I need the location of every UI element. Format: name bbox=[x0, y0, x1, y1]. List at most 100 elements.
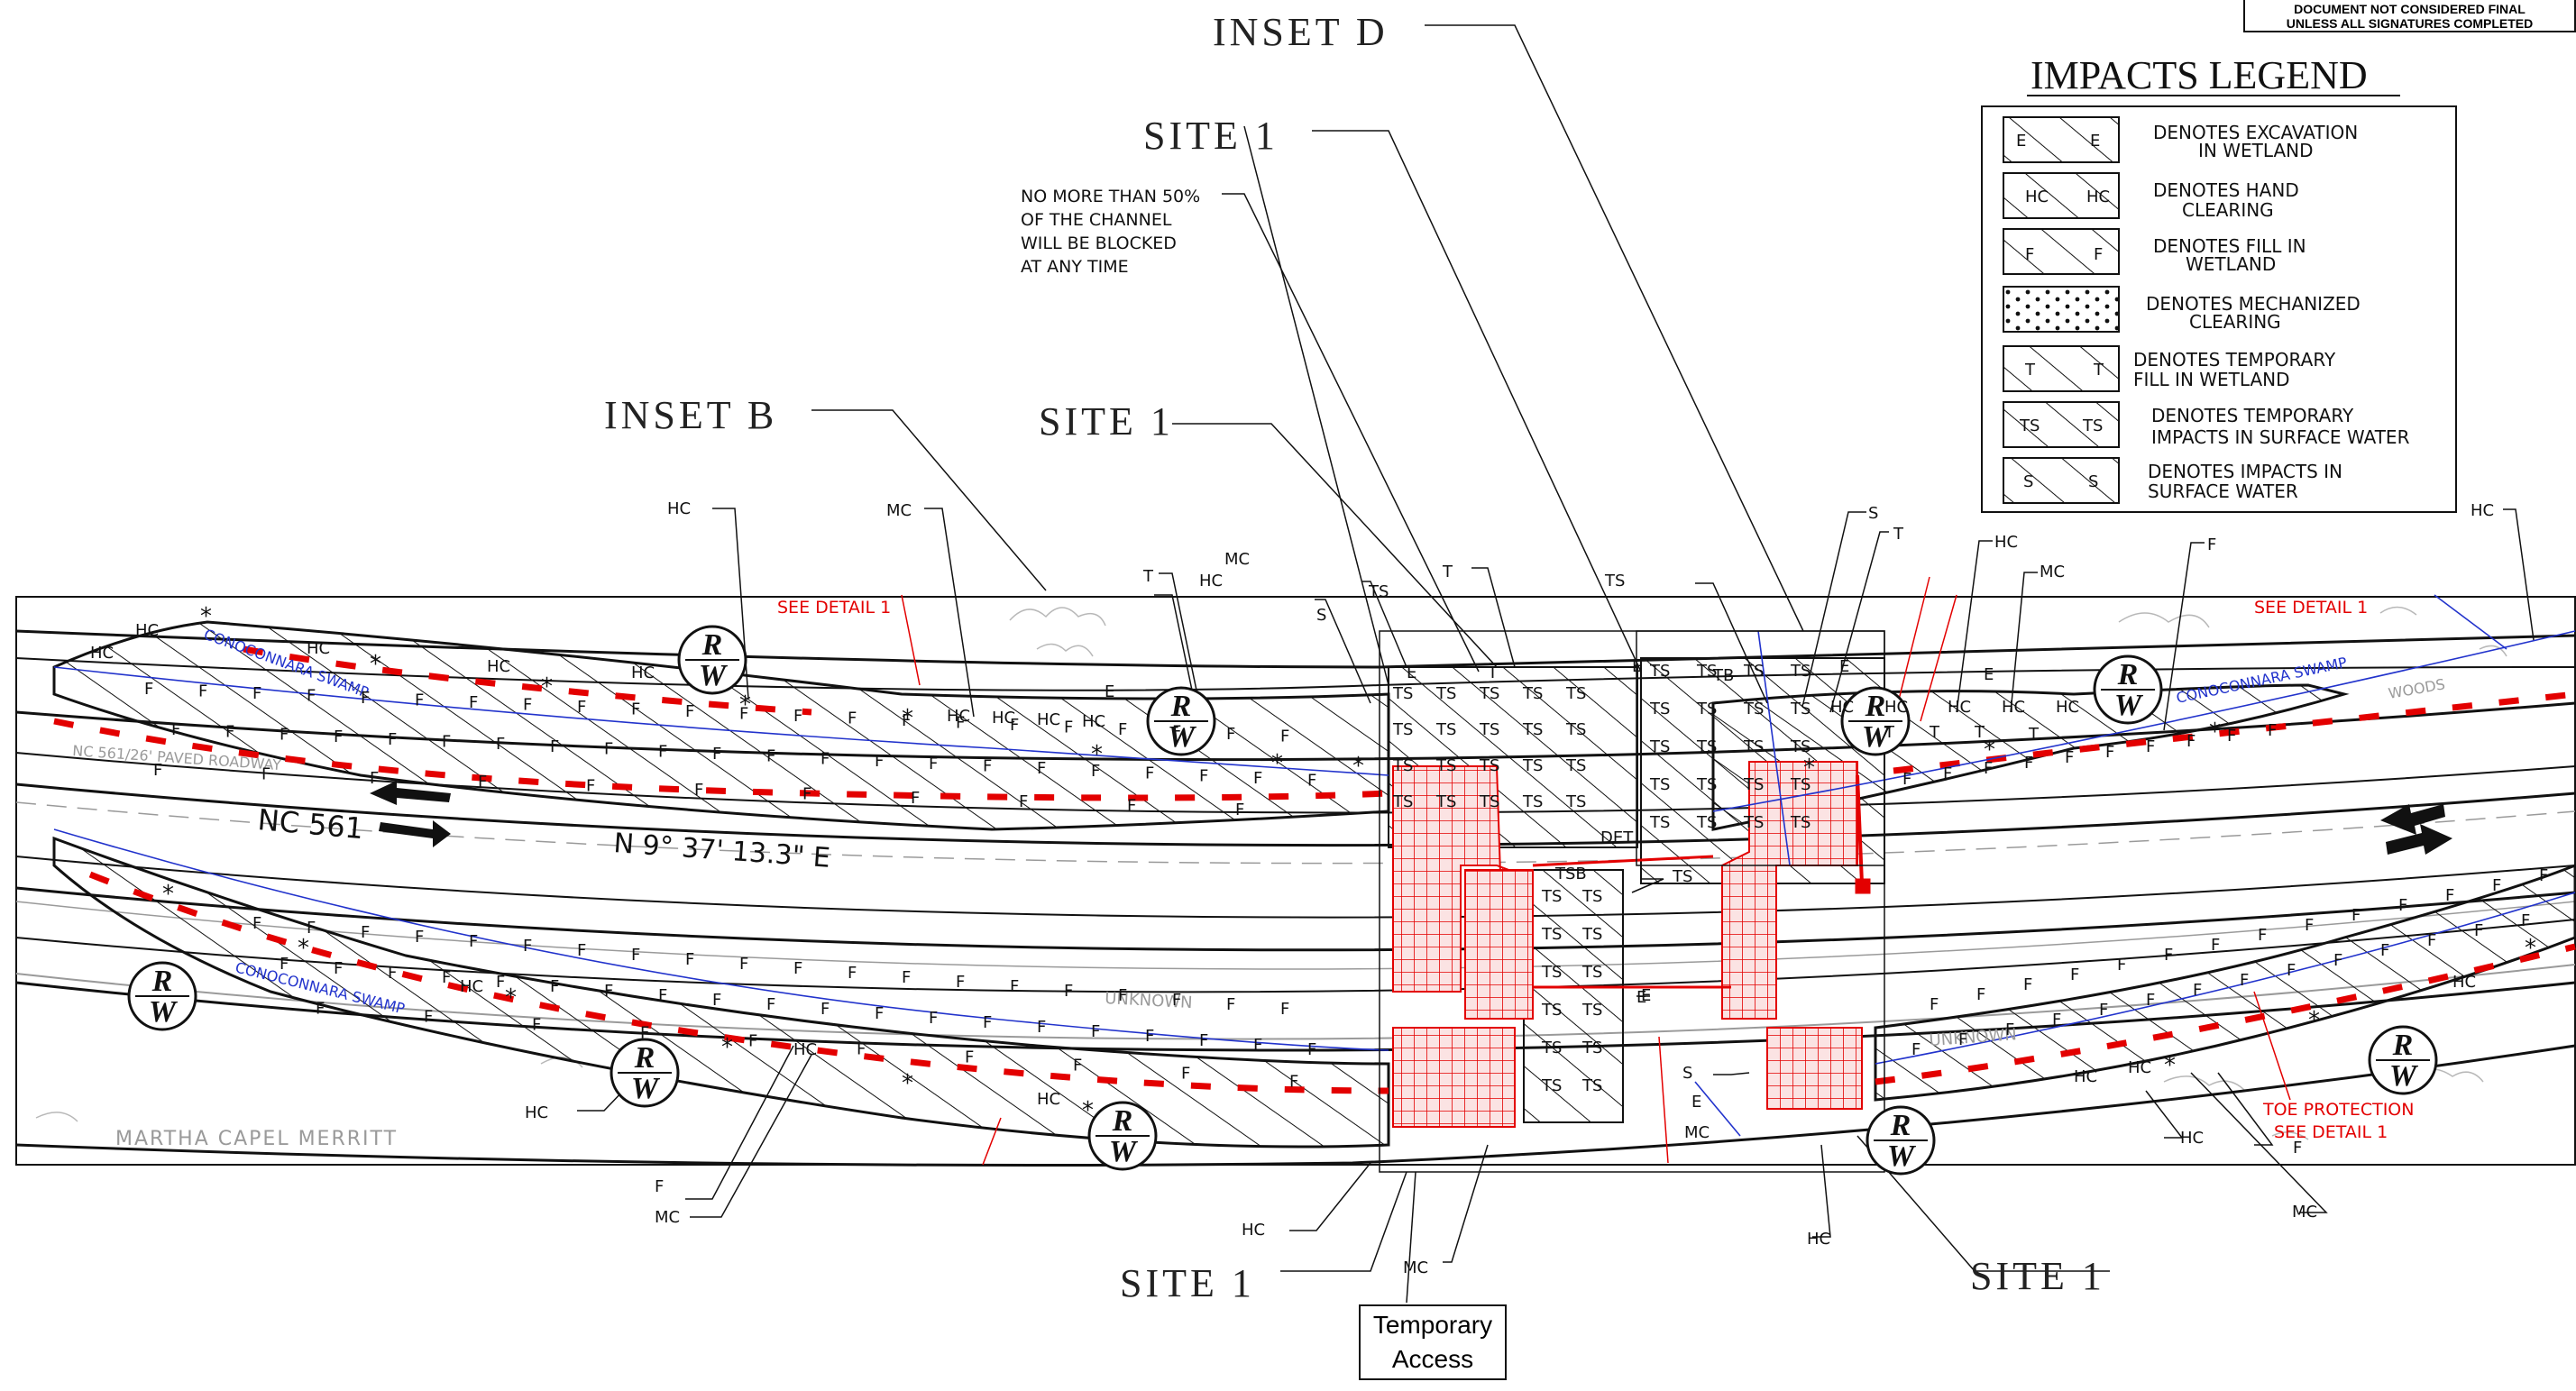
excavation-areas bbox=[1392, 761, 1863, 1128]
channel-note: NO MORE THAN 50% OF THE CHANNEL WILL BE … bbox=[1021, 187, 1200, 277]
area-letter: F bbox=[2287, 961, 2296, 980]
area-letter: TS bbox=[1696, 813, 1717, 832]
area-letter: F bbox=[1902, 770, 1911, 789]
area-letter: HC bbox=[135, 621, 159, 640]
rw-symbol: R W bbox=[1840, 686, 1911, 756]
svg-text:*: * bbox=[162, 881, 174, 908]
svg-text:F: F bbox=[2025, 245, 2034, 264]
area-letter: E bbox=[1839, 657, 1849, 676]
area-letter: F bbox=[1181, 1065, 1190, 1084]
area-letter: T bbox=[1929, 723, 1940, 742]
legend-item-mechanized-clearing: DENOTES MECHANIZED CLEARING bbox=[2003, 286, 2361, 333]
svg-text:HC: HC bbox=[525, 1103, 548, 1122]
svg-text:*: * bbox=[902, 705, 913, 732]
see-detail-left: SEE DETAIL 1 bbox=[777, 598, 891, 618]
svg-text:MC: MC bbox=[1403, 1258, 1428, 1277]
svg-text:R: R bbox=[1170, 690, 1192, 723]
area-letter: F bbox=[523, 937, 532, 956]
svg-text:DENOTES HAND: DENOTES HAND bbox=[2153, 179, 2299, 201]
warning-line-1: DOCUMENT NOT CONSIDERED FINAL bbox=[2294, 2, 2526, 16]
area-letter: HC bbox=[90, 644, 114, 663]
area-letter: TS bbox=[1790, 813, 1811, 832]
area-letter: F bbox=[388, 730, 397, 749]
svg-text:DENOTES TEMPORARY: DENOTES TEMPORARY bbox=[2133, 349, 2336, 371]
svg-text:T: T bbox=[1142, 567, 1154, 586]
area-letter: F bbox=[848, 709, 857, 728]
area-letter: F bbox=[820, 1000, 830, 1019]
area-letter: F bbox=[2305, 916, 2314, 935]
area-letter: F bbox=[1091, 762, 1100, 781]
toe-protection-note: TOE PROTECTION bbox=[2262, 1100, 2414, 1120]
area-letter: F bbox=[307, 687, 316, 706]
area-letter: F bbox=[983, 1013, 992, 1032]
svg-text:S: S bbox=[2088, 472, 2098, 491]
area-letter: TS bbox=[1649, 662, 1670, 681]
warning-line-2: UNLESS ALL SIGNATURES COMPLETED bbox=[2286, 16, 2534, 31]
svg-text:W: W bbox=[1109, 1135, 1139, 1168]
area-letter: TS bbox=[1392, 720, 1413, 739]
svg-text:HC: HC bbox=[2471, 501, 2494, 520]
svg-text:FILL IN WETLAND: FILL IN WETLAND bbox=[2133, 369, 2290, 390]
svg-text:E: E bbox=[1636, 988, 1646, 1007]
area-letter: F bbox=[442, 733, 451, 752]
area-letter: F bbox=[685, 950, 694, 969]
area-letter: F bbox=[766, 995, 775, 1014]
area-letter: F bbox=[820, 749, 830, 768]
svg-text:R: R bbox=[151, 965, 173, 998]
svg-text:R: R bbox=[634, 1041, 655, 1075]
area-letter: F bbox=[2258, 926, 2267, 945]
temporary-access-box: Temporary Access bbox=[1359, 1304, 1507, 1380]
area-letter: F bbox=[1235, 801, 1244, 819]
svg-text:T: T bbox=[1893, 525, 1904, 544]
area-letter: F bbox=[252, 914, 261, 933]
area-letter: F bbox=[361, 923, 370, 942]
svg-text:R: R bbox=[1890, 1109, 1911, 1142]
area-letter: F bbox=[956, 714, 965, 733]
area-letter: TS bbox=[1479, 792, 1499, 811]
callout-site-1-bottom-left: SITE 1 bbox=[1120, 1261, 1255, 1305]
svg-text:W: W bbox=[1168, 720, 1197, 754]
area-letter: F bbox=[1010, 977, 1019, 996]
area-letter: F bbox=[171, 720, 180, 739]
area-letter: TS bbox=[1743, 775, 1764, 794]
svg-text:SURFACE WATER: SURFACE WATER bbox=[2148, 480, 2298, 502]
svg-text:*: * bbox=[721, 1034, 733, 1061]
legend-title: IMPACTS LEGEND bbox=[2031, 53, 2368, 97]
area-letter: TS bbox=[1541, 1001, 1562, 1020]
area-letter: F bbox=[793, 959, 802, 978]
svg-text:MC: MC bbox=[1224, 550, 1250, 569]
area-letter: F bbox=[496, 973, 505, 992]
svg-text:*: * bbox=[505, 984, 517, 1011]
area-letter: E bbox=[1641, 986, 1651, 1005]
area-letter: F bbox=[1037, 759, 1046, 778]
area-letter: F bbox=[1253, 1036, 1262, 1055]
area-letter: F bbox=[2333, 951, 2342, 970]
area-letter: HC bbox=[1830, 698, 1854, 717]
area-letter: TSB bbox=[1554, 865, 1587, 883]
svg-text:TS: TS bbox=[1672, 867, 1692, 886]
rw-symbol: R W bbox=[677, 625, 747, 695]
area-letter: F bbox=[469, 693, 478, 712]
area-letter: TS bbox=[1743, 700, 1764, 718]
area-letter: F bbox=[1064, 718, 1073, 737]
area-letter: F bbox=[1253, 769, 1262, 788]
direction-arrows bbox=[370, 781, 2452, 855]
road-lines bbox=[15, 629, 2576, 1167]
area-letter: TS bbox=[1649, 737, 1670, 756]
svg-text:HC: HC bbox=[2086, 188, 2110, 206]
area-letter: F bbox=[2380, 941, 2389, 960]
area-letter: F bbox=[225, 723, 234, 742]
area-letter: F bbox=[793, 707, 802, 726]
rw-symbol: R W bbox=[127, 961, 197, 1031]
svg-text:*: * bbox=[1271, 750, 1283, 777]
area-letter: TB bbox=[1712, 666, 1734, 685]
area-letter: HC bbox=[1037, 1090, 1060, 1109]
area-letter: F bbox=[857, 1040, 866, 1059]
area-letter: F bbox=[2227, 727, 2236, 746]
area-letter: HC bbox=[307, 639, 330, 658]
svg-text:*: * bbox=[2209, 718, 2221, 746]
area-letter: TS bbox=[1581, 1039, 1602, 1057]
svg-text:E: E bbox=[2090, 132, 2100, 151]
area-letter: TS bbox=[1479, 756, 1499, 775]
